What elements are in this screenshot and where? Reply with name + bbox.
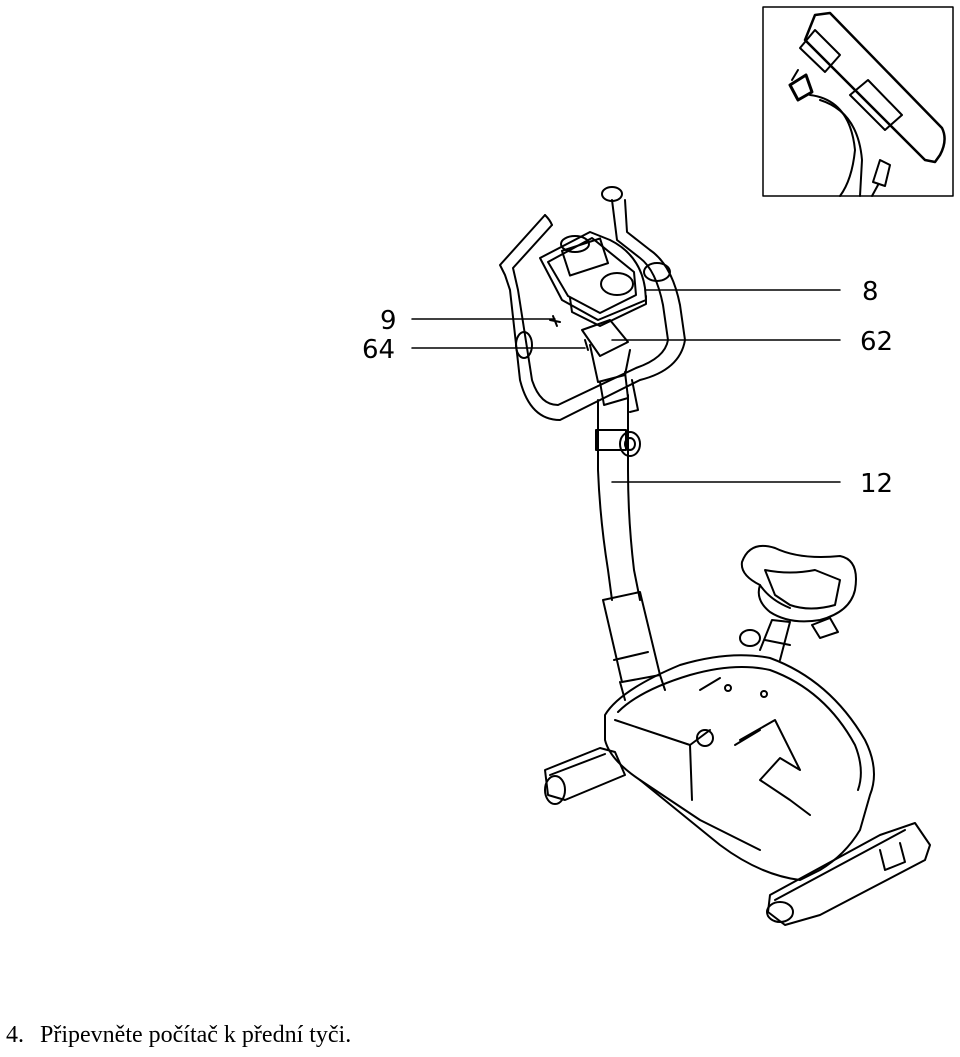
callout-label-9: 9 — [380, 306, 397, 336]
detail-inset — [762, 6, 954, 197]
rear-stabilizer — [766, 822, 931, 926]
seat-assembly — [739, 544, 857, 661]
frame-housing — [604, 654, 875, 881]
callout-label-62: 62 — [860, 327, 893, 357]
console — [539, 231, 671, 327]
callout-label-8: 8 — [862, 277, 879, 307]
step-number: 4. — [6, 1022, 24, 1048]
step-text: Připevněte počítač k přední tyči. — [40, 1022, 352, 1048]
front-stabilizer — [544, 747, 626, 805]
handlebar — [499, 186, 686, 421]
front-post — [595, 394, 666, 701]
callout-label-64: 64 — [362, 335, 395, 365]
instruction-step: 4. Připevněte počítač k přední tyči. — [6, 1022, 351, 1049]
console-mount — [549, 315, 639, 413]
callout-label-12: 12 — [860, 469, 893, 499]
leader-lines — [411, 289, 841, 483]
